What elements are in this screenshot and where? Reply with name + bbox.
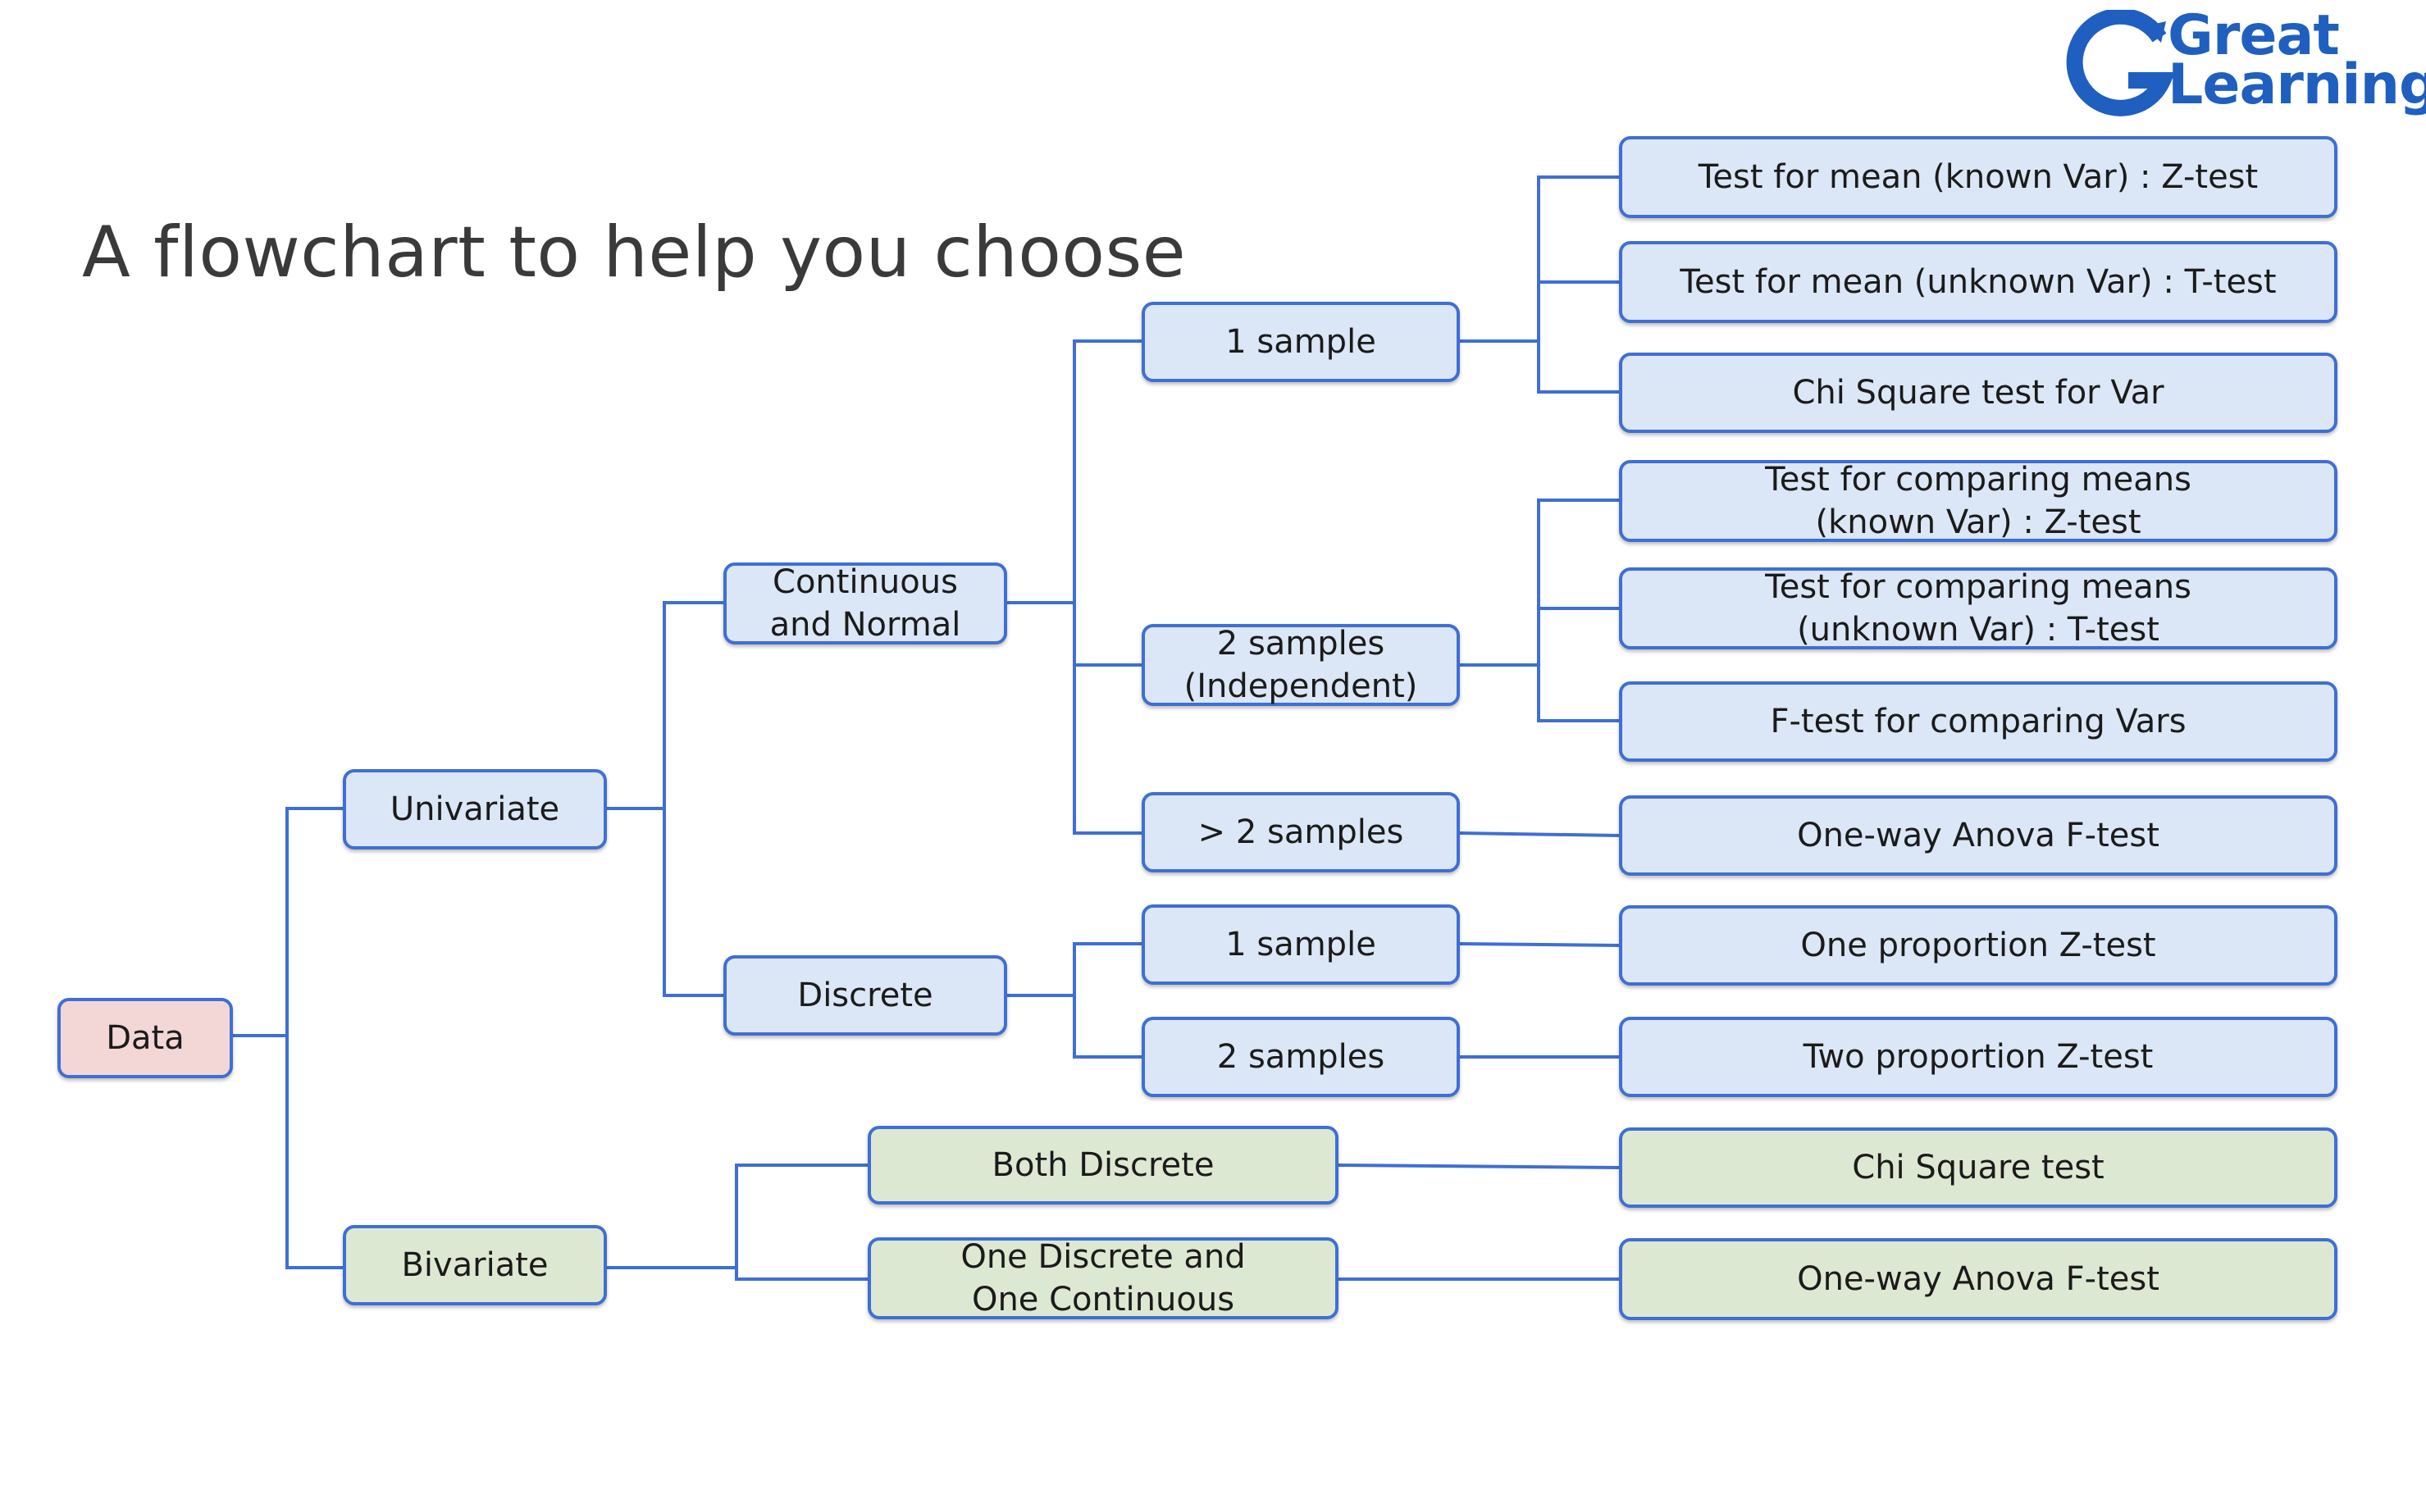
node-continuous-line1: Continuous [773,563,958,601]
connector-two-samples-branch [1537,499,1619,722]
test-t-compare-line1: Test for comparing means [1765,568,2191,606]
logo-word-learning: Learning [2168,52,2426,117]
connector-data-branch [285,807,343,1269]
test-chi-var-label: Chi Square test for Var [1792,374,2164,412]
page-title: A flowchart to help you choose [82,212,1187,294]
test-two-prop-label: Two proportion Z-test [1803,1038,2154,1076]
node-one-discrete-one-continuous: One Discrete and One Continuous [868,1237,1338,1319]
node-both-discrete: Both Discrete [868,1126,1338,1205]
node-discrete-two-samples-label: 2 samples [1216,1038,1385,1076]
node-one-disc-line1: One Discrete and [960,1238,1246,1276]
test-t-mean-unknown-var: Test for mean (unknown Var) : T-test [1619,241,2337,323]
node-gt-two-samples: > 2 samples [1142,792,1460,872]
node-discrete-two-samples: 2 samples [1142,1017,1460,1097]
test-chi-square-label: Chi Square test [1852,1149,2105,1186]
test-anova-bivar-label: One-way Anova F-test [1797,1260,2159,1298]
node-gt-two-samples-label: > 2 samples [1197,813,1404,851]
test-t-mean-label: Test for mean (unknown Var) : T-test [1680,263,2277,301]
test-z-mean-known-var: Test for mean (known Var) : Z-test [1619,136,2337,218]
node-bivariate: Bivariate [343,1225,607,1305]
test-f-comparing-vars: F-test for comparing Vars [1619,681,2337,762]
node-data: Data [57,998,233,1078]
node-univariate-label: Univariate [390,790,560,828]
test-one-way-anova-continuous: One-way Anova F-test [1619,795,2337,876]
connector-both-discrete [1338,1164,1620,1169]
node-two-samples-line1: 2 samples [1216,625,1385,663]
node-two-samples-independent: 2 samples (Independent) [1142,624,1460,706]
test-z-compare-line2: (known Var) : Z-test [1815,503,2141,541]
test-t-comparing-means: Test for comparing means (unknown Var) :… [1619,567,2337,649]
logo-word-great: Great [2168,3,2340,68]
test-z-compare-line1: Test for comparing means [1765,461,2191,499]
node-discrete-label: Discrete [797,977,933,1014]
node-two-samples-line2: (Independent) [1183,667,1418,705]
node-continuous-normal: Continuous and Normal [723,562,1007,644]
connector-bivariate-branch [735,1164,868,1281]
test-z-mean-label: Test for mean (known Var) : Z-test [1698,158,2259,196]
connector-continuous-branch [1073,339,1142,835]
node-bivariate-label: Bivariate [401,1246,549,1284]
test-chi-square: Chi Square test [1619,1127,2337,1208]
node-one-sample: 1 sample [1142,302,1460,382]
node-discrete-one-sample: 1 sample [1142,904,1460,985]
node-data-label: Data [106,1019,185,1057]
node-discrete-one-sample-label: 1 sample [1225,926,1376,963]
node-continuous-line2: and Normal [769,606,961,644]
test-anova-cont-label: One-way Anova F-test [1797,817,2159,854]
great-learning-logo: Great Learning [2063,3,2426,121]
node-one-disc-line2: One Continuous [971,1281,1235,1318]
connector-discrete-branch [1073,942,1142,1059]
test-one-prop-label: One proportion Z-test [1800,927,2156,964]
test-chi-square-var: Chi Square test for Var [1619,353,2337,433]
test-two-proportion-z: Two proportion Z-test [1619,1017,2337,1097]
connector-univariate-branch [663,601,723,997]
node-discrete: Discrete [723,955,1007,1036]
test-z-comparing-means: Test for comparing means (known Var) : Z… [1619,460,2337,542]
node-univariate: Univariate [343,769,607,849]
connector-one-sample-branch [1537,175,1619,394]
connector-gt-two-samples [1459,831,1620,837]
test-f-vars-label: F-test for comparing Vars [1770,703,2187,740]
test-one-proportion-z: One proportion Z-test [1619,905,2337,986]
node-one-sample-label: 1 sample [1225,323,1376,361]
test-t-compare-line2: (unknown Var) : T-test [1797,611,2159,649]
test-one-way-anova-bivariate: One-way Anova F-test [1619,1238,2337,1320]
connector-disc-one-sample [1459,942,1620,947]
node-both-discrete-label: Both Discrete [992,1146,1215,1184]
great-learning-logo-icon [2066,10,2176,116]
